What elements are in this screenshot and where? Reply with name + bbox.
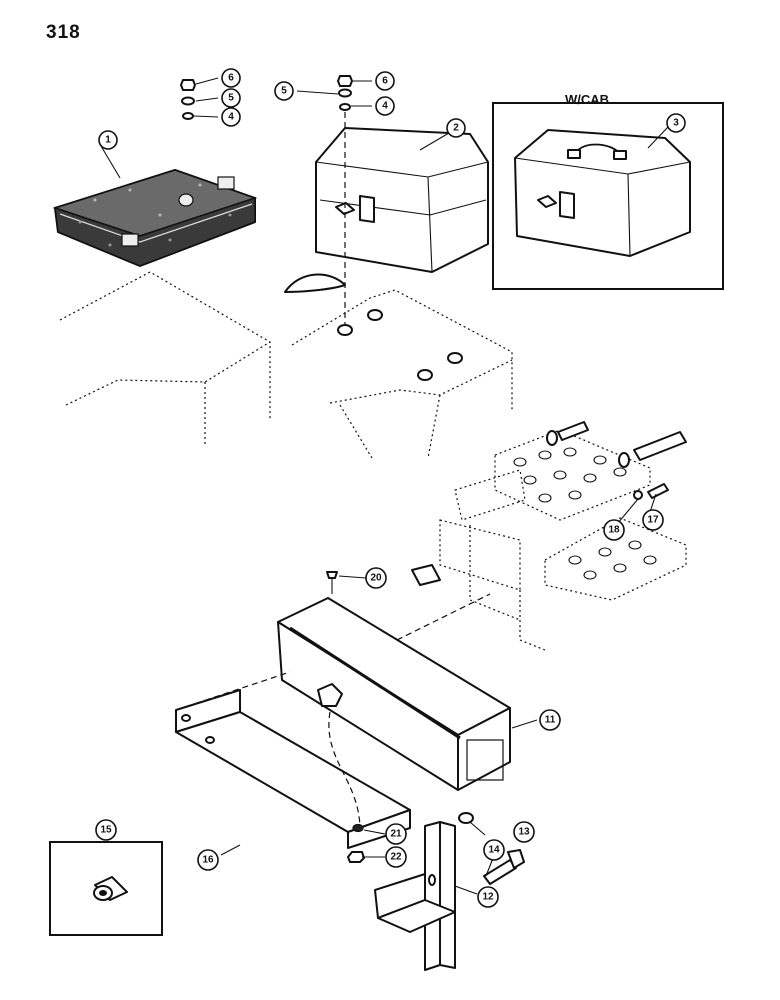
callout-3: 3 [666,113,686,133]
callout-label: 2 [453,123,459,134]
callout-12: 12 [477,886,499,908]
step-assembly [411,421,687,651]
vertical-support [374,821,456,971]
tool-box-plain [315,127,489,273]
tool-box-with-handle [514,129,691,257]
callout-label: 16 [202,855,214,866]
callout-label: 22 [390,852,402,863]
inset-frame-cab [492,102,724,290]
callout-4-left: 4 [221,107,241,127]
callout-20: 20 [365,567,387,589]
storage-box-long [277,571,511,791]
callout-14: 14 [483,839,505,861]
fender-outline [59,271,513,459]
callout-6-right: 6 [375,71,395,91]
hardware-stack-2 [337,75,353,335]
callout-label: 4 [228,112,234,123]
callout-18: 18 [603,519,625,541]
callout-label: 12 [482,892,494,903]
callout-label: 4 [382,101,388,112]
spacer-sleeve [93,876,128,901]
callout-4-right: 4 [375,96,395,116]
callout-6-left: 6 [221,68,241,88]
callout-15: 15 [95,819,117,841]
callout-label: 11 [545,715,556,726]
callout-label: 1 [105,135,111,146]
callout-label: 5 [281,86,287,97]
callout-label: 15 [100,825,112,836]
bolt-and-washer [347,812,525,885]
callout-16: 16 [197,849,219,871]
hardware-stack-1 [180,79,196,120]
callout-5-right: 5 [274,81,294,101]
callout-label: 6 [228,73,234,84]
callout-label: 21 [390,829,402,840]
callout-label: 3 [673,118,679,129]
tool-box-textured [52,169,258,267]
mounting-bracket [175,671,411,849]
callout-label: 6 [382,76,388,87]
callout-label: 5 [228,93,234,104]
callout-13: 13 [513,821,535,843]
page-number: 318 [46,22,81,43]
callout-22: 22 [385,846,407,868]
callout-21: 21 [385,823,407,845]
callout-label: 20 [370,573,382,584]
callout-5-left: 5 [221,88,241,108]
callout-label: 13 [518,827,530,838]
callout-label: 14 [488,845,500,856]
callout-17: 17 [642,509,664,531]
callout-label: 18 [608,525,620,536]
inset-frame-spacer [49,841,163,936]
callout-2: 2 [446,118,466,138]
callout-1: 1 [98,130,118,150]
callout-label: 17 [647,515,659,526]
callout-11: 11 [539,709,561,731]
